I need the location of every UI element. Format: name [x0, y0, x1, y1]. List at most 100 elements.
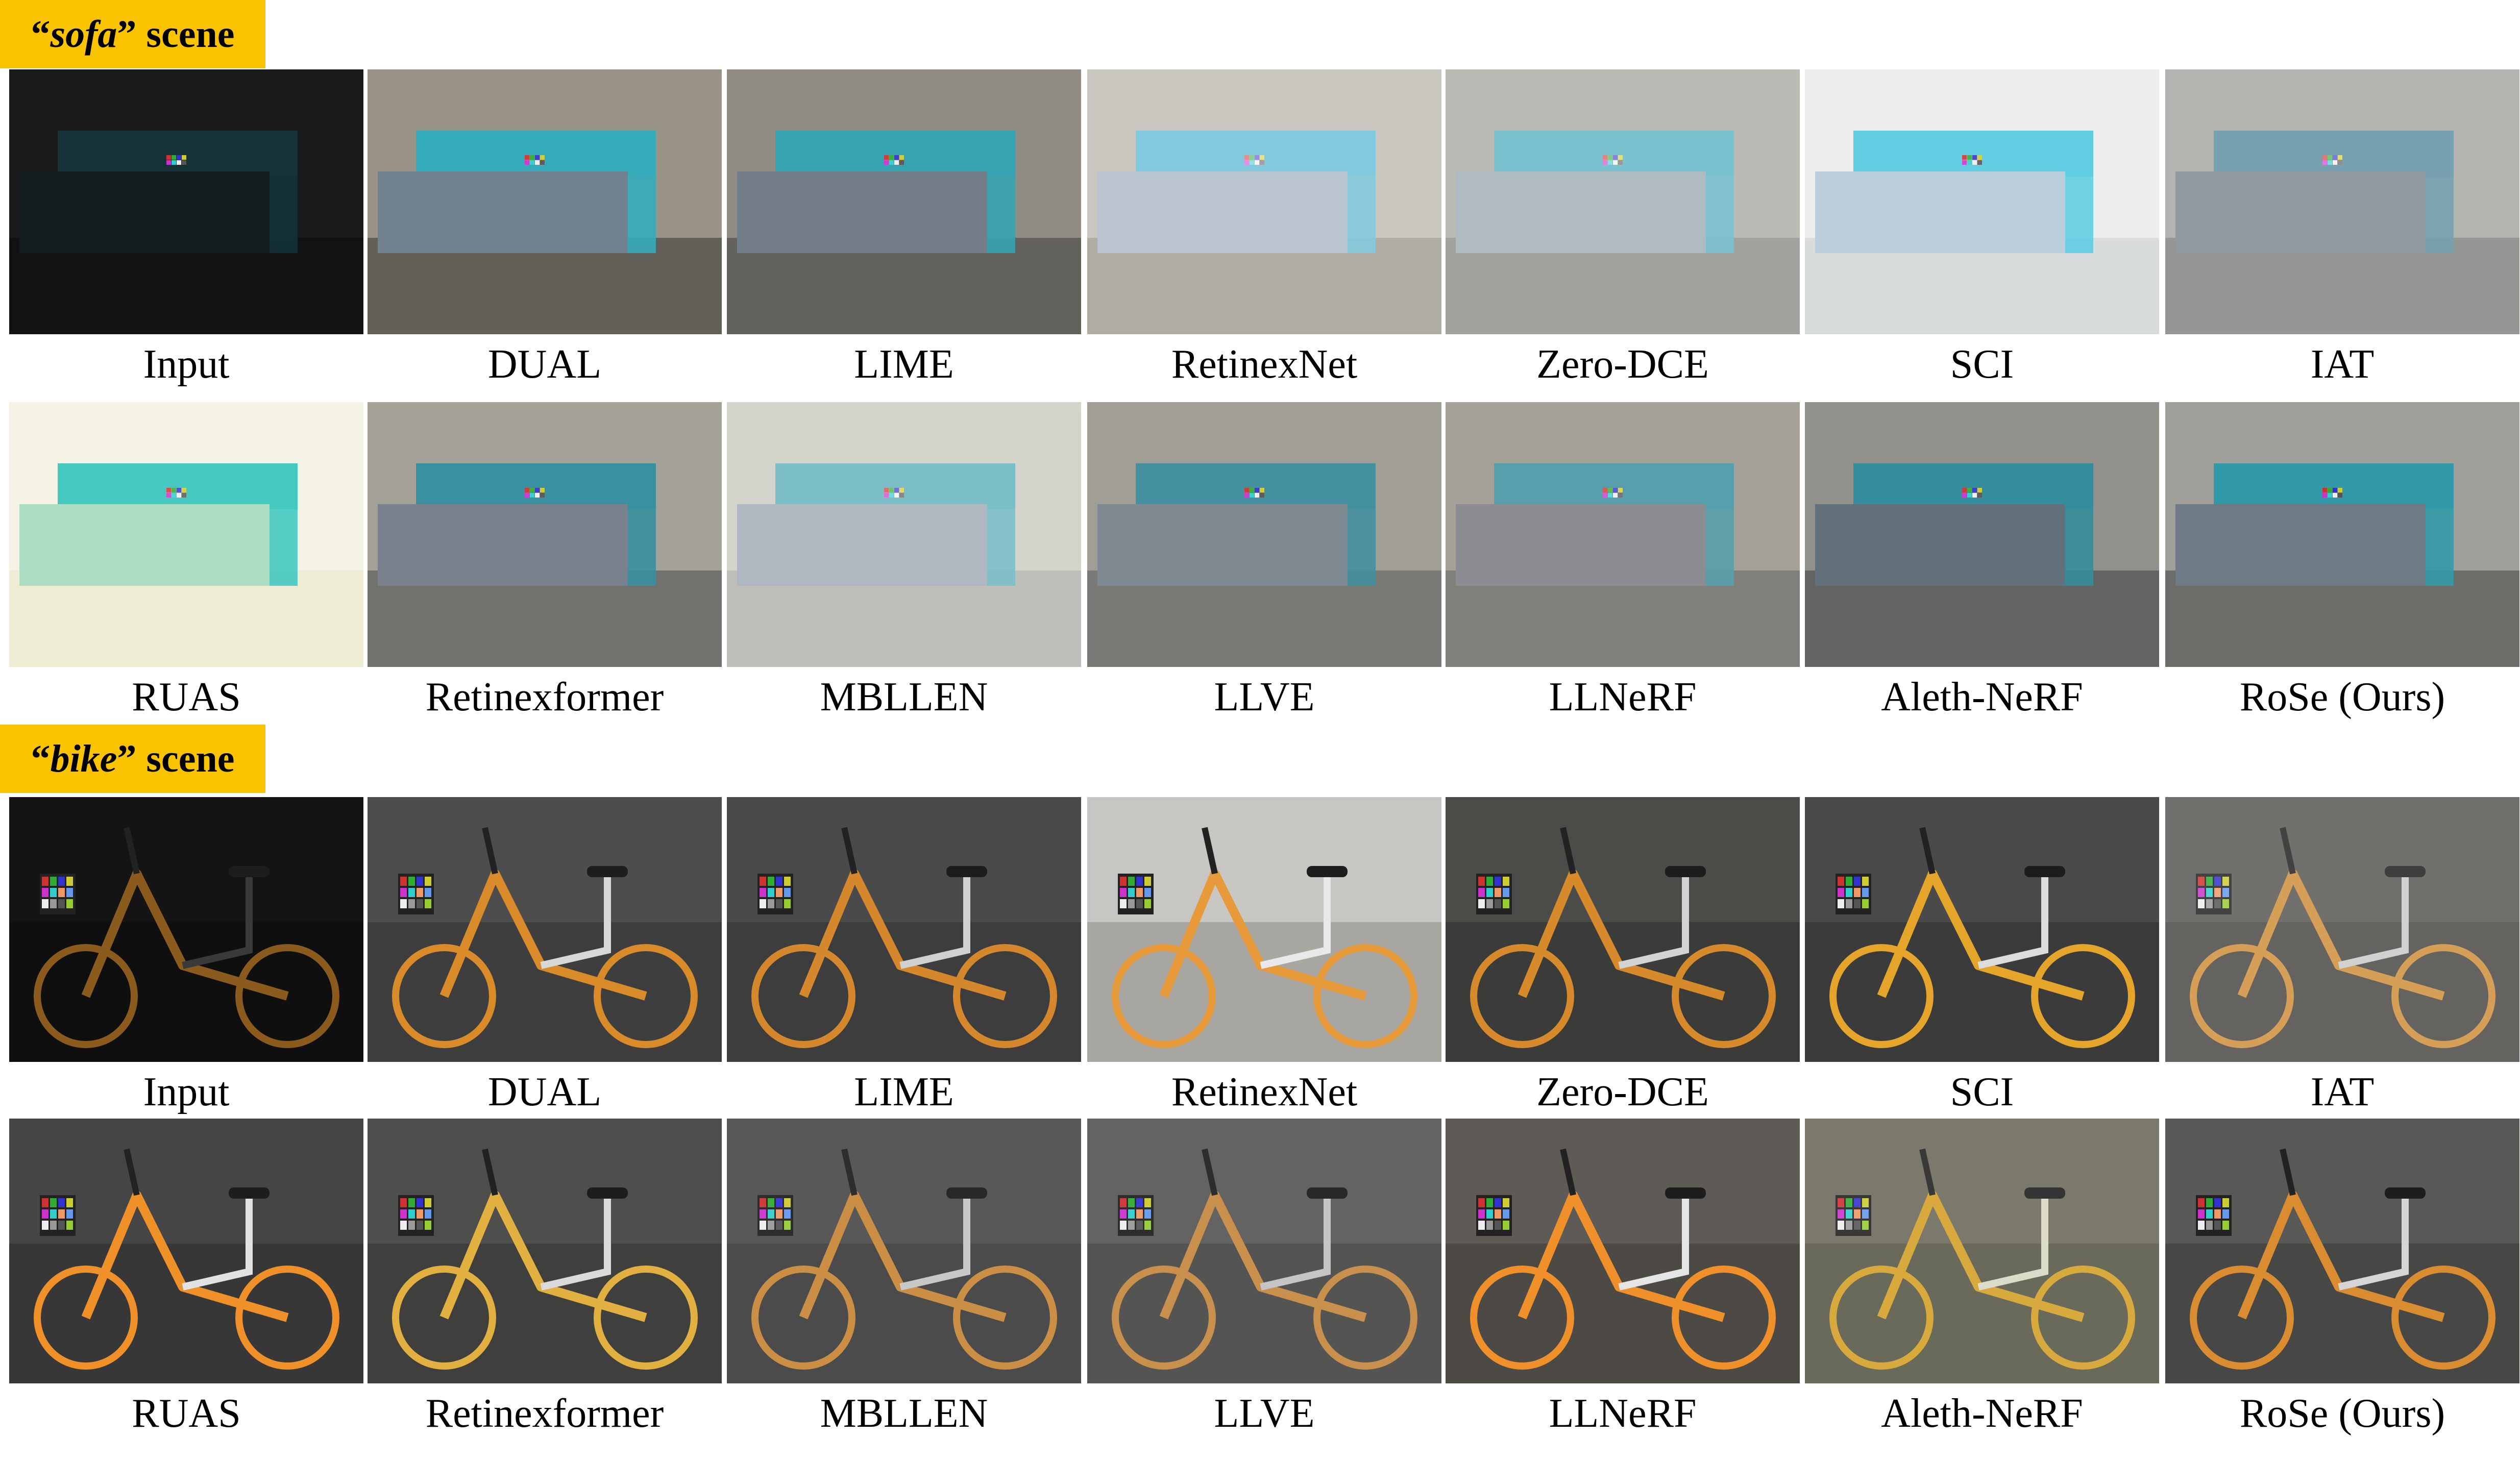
- sofa-seat: [19, 504, 270, 586]
- bike-frame: [439, 1191, 647, 1322]
- bike-result-image: [1805, 797, 2159, 1062]
- bike-scene-render: [1087, 1119, 1441, 1383]
- method-caption: Input: [143, 1070, 230, 1114]
- bike-result-image: [2165, 1119, 2519, 1383]
- sofa-seat: [1456, 504, 1706, 586]
- sofa-backrest: [775, 131, 1015, 177]
- sofa-arm: [2423, 131, 2454, 253]
- front-wheel: [2190, 1266, 2294, 1370]
- bike-seat: [229, 1187, 270, 1199]
- rear-wheel: [2391, 944, 2495, 1048]
- bike-seat: [1665, 1187, 1706, 1199]
- method-caption: RUAS: [132, 1391, 241, 1436]
- sofa-arm: [1703, 463, 1734, 586]
- front-wheel: [1829, 1266, 1934, 1370]
- sofa-result-image: [727, 402, 1081, 667]
- bike-frame: [799, 869, 1007, 1001]
- bike-scene-render: [1805, 797, 2159, 1062]
- seat-post: [899, 1195, 970, 1291]
- method-caption: MBLLEN: [820, 1391, 988, 1436]
- bike-scene-tag: “bike” scene: [0, 725, 265, 793]
- bike-result-image: [9, 797, 363, 1062]
- seat-post: [1977, 1195, 2048, 1291]
- rear-wheel: [594, 1266, 698, 1370]
- front-wheel: [751, 944, 855, 1048]
- bike-scene-render: [368, 797, 722, 1062]
- method-caption: RUAS: [132, 675, 241, 720]
- sofa-backrest: [2214, 131, 2454, 177]
- method-caption: Retinexformer: [425, 1391, 664, 1436]
- seat-post: [899, 874, 970, 969]
- bike-result-image: [368, 1119, 722, 1383]
- sofa-backrest: [1136, 131, 1376, 177]
- sofa-scene-render: [368, 69, 722, 334]
- sofa-seat: [737, 171, 987, 253]
- bike-seat: [1307, 866, 1348, 877]
- sofa-backrest: [1494, 463, 1734, 509]
- sofa-backrest: [58, 131, 298, 177]
- sofa-seat: [1815, 171, 2065, 253]
- sofa-seat: [1097, 504, 1348, 586]
- sofa-scene-render: [9, 69, 363, 334]
- sofa-backrest: [416, 131, 656, 177]
- front-wheel: [1470, 944, 1574, 1048]
- bike-scene-render: [368, 1119, 722, 1383]
- sofa-seat: [1097, 171, 1348, 253]
- front-wheel: [392, 1266, 496, 1370]
- sofa-arm: [985, 463, 1015, 586]
- bike-scene-render: [727, 797, 1081, 1062]
- open-quote: “: [31, 737, 51, 780]
- method-caption: MBLLEN: [820, 675, 988, 720]
- bike-result-image: [727, 797, 1081, 1062]
- seat-post: [1618, 1195, 1689, 1291]
- sofa-arm: [1703, 131, 1734, 253]
- bike-seat: [2024, 1187, 2065, 1199]
- sofa-result-image: [1446, 69, 1800, 334]
- bike-scene-render: [1805, 1119, 2159, 1383]
- bike-seat: [1307, 1187, 1348, 1199]
- sofa-arm: [1345, 463, 1376, 586]
- sofa-scene-tag: “sofa” scene: [0, 0, 265, 68]
- method-caption: Aleth-NeRF: [1881, 675, 2083, 720]
- sofa-scene-render: [727, 69, 1081, 334]
- sofa-arm: [1345, 131, 1376, 253]
- sofa-scene-render: [1087, 69, 1441, 334]
- bike-seat: [1665, 866, 1706, 877]
- rear-wheel: [2031, 944, 2135, 1048]
- bike-scene-render: [1446, 797, 1800, 1062]
- bike-result-image: [1805, 1119, 2159, 1383]
- method-caption: RetinexNet: [1171, 1070, 1358, 1114]
- bike-scene-render: [2165, 1119, 2519, 1383]
- sofa-arm: [267, 463, 298, 586]
- bike-result-image: [727, 1119, 1081, 1383]
- bike-seat: [2024, 866, 2065, 877]
- front-wheel: [34, 1266, 138, 1370]
- seat-post: [1260, 1195, 1331, 1291]
- bike-seat: [946, 1187, 987, 1199]
- sofa-result-image: [368, 402, 722, 667]
- sofa-backrest: [1136, 463, 1376, 509]
- method-caption: Retinexformer: [425, 675, 664, 720]
- bike-scene-render: [2165, 797, 2519, 1062]
- bike-seat: [587, 866, 628, 877]
- sofa-result-image: [368, 69, 722, 334]
- scene-suffix: scene: [136, 12, 235, 56]
- bike-seat: [2385, 866, 2426, 877]
- seat-post: [2338, 1195, 2409, 1291]
- sofa-arm: [2063, 131, 2093, 253]
- scene-suffix: scene: [136, 737, 235, 780]
- bike-seat: [229, 866, 270, 877]
- sofa-result-image: [727, 69, 1081, 334]
- bike-result-image: [368, 797, 722, 1062]
- bike-seat: [587, 1187, 628, 1199]
- sofa-scene-render: [368, 402, 722, 667]
- bike-frame: [1877, 1191, 2085, 1322]
- sofa-scene-render: [1805, 69, 2159, 334]
- bike-scene-render: [1087, 797, 1441, 1062]
- bike-frame: [1518, 1191, 1725, 1322]
- method-caption: IAT: [2310, 1070, 2375, 1114]
- open-quote: “: [31, 12, 51, 56]
- sofa-arm: [625, 463, 656, 586]
- sofa-result-image: [9, 69, 363, 334]
